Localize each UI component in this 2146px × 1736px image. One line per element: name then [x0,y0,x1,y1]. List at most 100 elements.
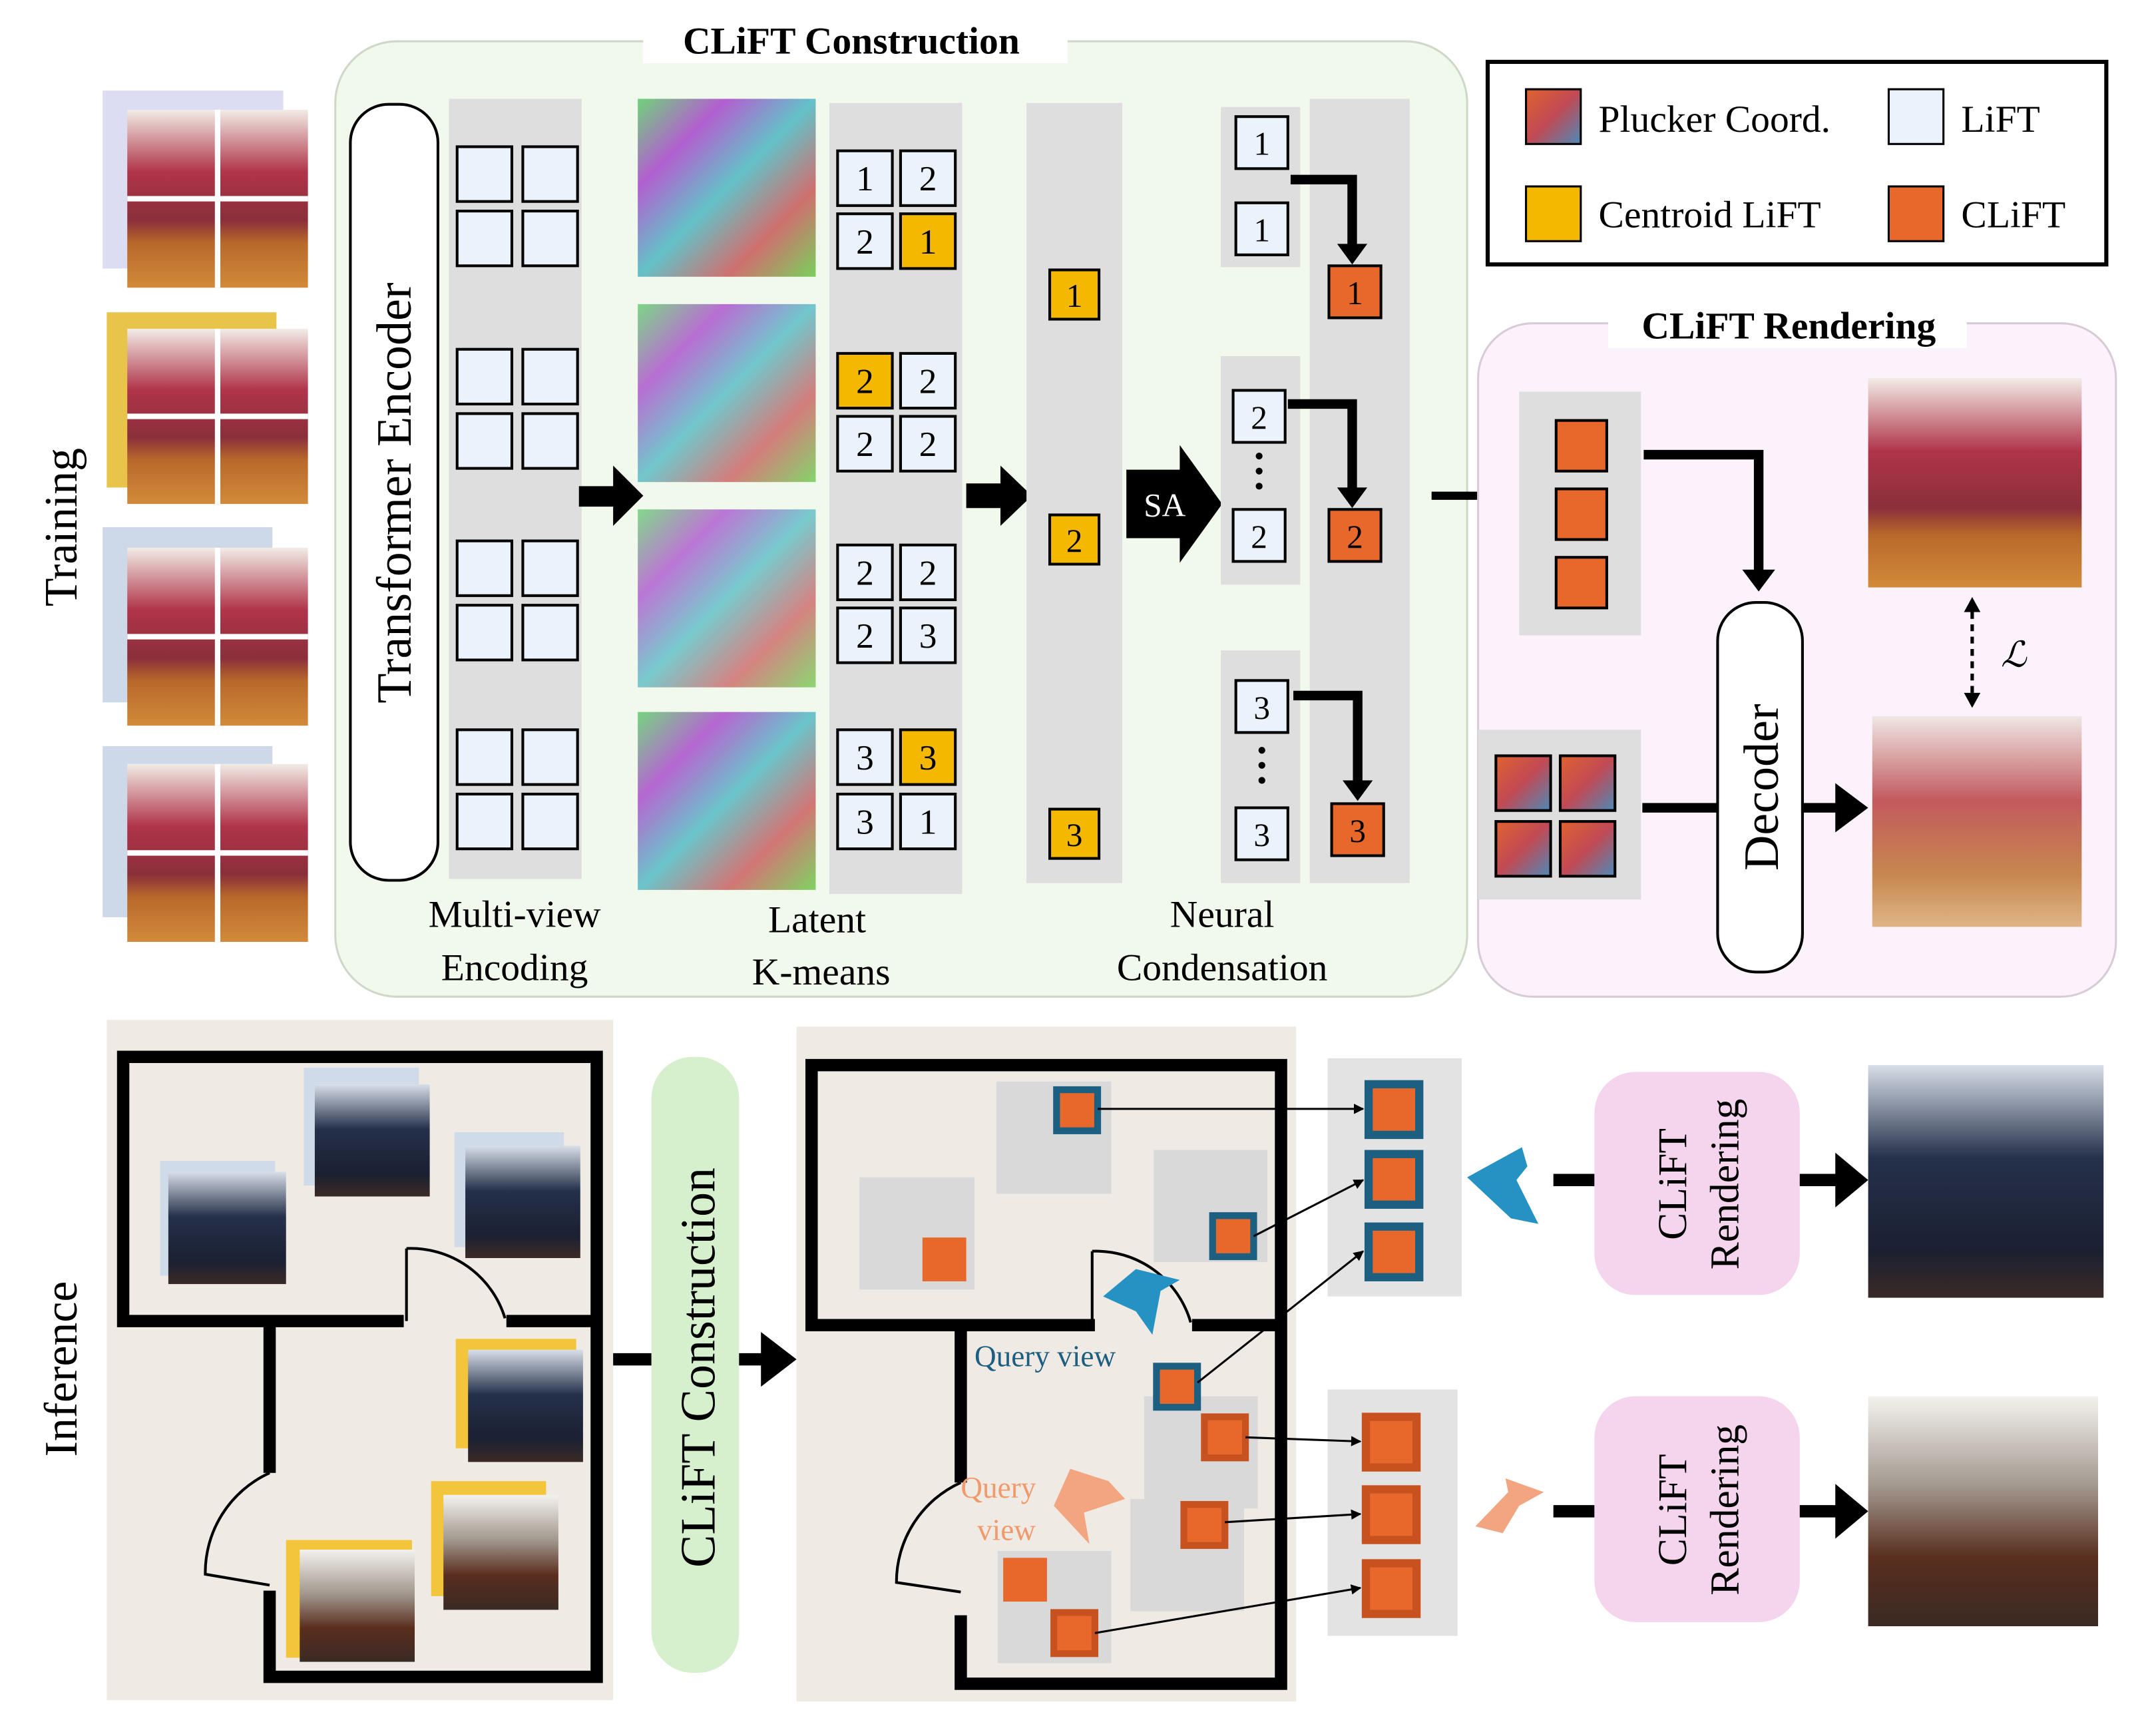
ellipsis-dots [1255,452,1265,784]
kmeans-id: 1 [856,158,874,198]
blue-query-camera-icon [1103,1269,1180,1335]
centroid-id: 2 [1066,523,1083,559]
clift-rendering-block-1-line1: CLiFT [1650,1128,1695,1240]
decoder [1716,601,1804,974]
arrow-kmeans-to-centroids [966,465,1032,526]
kmeans-id: 3 [919,616,937,656]
clift-rendering-block-2-line1: CLiFT [1650,1454,1695,1566]
token-selection-arrows [1094,1104,1365,1634]
lift-legend-swatch [1887,88,1945,145]
centroid-legend-swatch [1525,185,1582,242]
clift-construction-block-label: CLiFT Construction [671,1168,726,1568]
kmeans-token-grid [836,149,957,851]
selected-blue-tokens [1364,1080,1424,1281]
condensation-id: 2 [1251,399,1267,436]
inference-input-views [160,1068,583,1662]
blue-camera-icon [1467,1147,1539,1224]
kmeans-id: 2 [856,361,874,401]
transformer-encoder [349,103,440,882]
kmeans-token-ids: 1 2 2 1 2 2 2 2 2 2 2 3 3 3 3 1 [856,158,937,841]
selected-orange-tokens [1361,1412,1421,1618]
plucker-tokens [1494,754,1617,878]
kmeans-segmentation-images [638,99,816,890]
arrow-encode-to-kmeans [578,465,644,526]
kmeans-id: 2 [919,552,937,592]
legend-plucker: Plucker Coord. [1599,99,1831,140]
condensation-id: 2 [1251,519,1267,555]
floorplan2-walls [805,1058,1287,1690]
render-output-arrow-2 [1835,1484,1868,1539]
render-output-arrow-1 [1835,1152,1868,1207]
kmeans-id: 2 [919,361,937,401]
self-attention-label: SA [1144,487,1185,524]
ground-truth-image [1868,377,2082,588]
construction-title: CLiFT Construction [683,21,1020,63]
loss-symbol: ℒ [2001,635,2028,675]
query-view-orange-label-1: Query [961,1471,1036,1504]
floorplan-walls [116,1050,603,1683]
clift-rendering-block-2-line2: Rendering [1702,1424,1747,1596]
kmeans-id: 2 [919,424,937,464]
legend-box [1485,59,2109,267]
rendered-view-blue [1868,1065,2104,1298]
centroid-id: 1 [1066,278,1083,314]
condensation-id: 1 [1253,212,1270,248]
clift-construction-block [651,1056,740,1673]
rendering-title: CLiFT Rendering [1641,305,1936,347]
clift-rendering-block-1 [1594,1072,1800,1295]
decoder-output-arrow [1835,783,1868,833]
query-view-orange-label-2: view [977,1514,1036,1547]
kmeans-id: 2 [856,616,874,656]
lift-tokens-grid [455,145,579,851]
training-label: Training [36,448,87,606]
kmeans-id: 1 [919,802,937,842]
query-view-blue-label: Query view [974,1339,1116,1373]
clift-id: 1 [1347,275,1363,312]
legend-clift: CLiFT [1961,194,2065,236]
condensation-id: 3 [1253,690,1270,726]
orange-query-camera-icon [1054,1468,1126,1544]
self-attention-arrow [1126,445,1223,563]
latent-kmeans-label-1: Latent [768,899,866,941]
transformer-encoder-label: Transformer Encoder [367,282,422,703]
input-views [103,91,308,943]
multiview-encoding-label-2: Encoding [441,947,588,989]
kmeans-id: 2 [919,158,937,198]
clift-id: 2 [1347,519,1363,555]
rendering-clift-tokens [1554,419,1608,610]
clift-legend-swatch [1887,185,1945,242]
arrow-to-clift-floorplan [761,1332,797,1387]
inference-label: Inference [36,1281,87,1457]
neural-condensation-label-2: Condensation [1117,947,1328,989]
orange-camera-icon [1475,1478,1544,1534]
kmeans-id: 3 [919,738,937,777]
condensation-elbow-arrows [1287,174,1363,783]
condensation-clift-tokens [1327,264,1385,857]
kmeans-id: 3 [856,802,874,842]
latent-kmeans-label-2: K-means [752,951,891,993]
centroid-id: 3 [1066,817,1083,853]
kmeans-id: 2 [856,424,874,464]
condensation-id: 1 [1253,126,1270,162]
centroid-tokens [1048,268,1101,860]
rendered-view-orange [1868,1396,2099,1627]
decoder-label: Decoder [1735,704,1789,871]
multiview-encoding-label-1: Multi-view [429,893,601,935]
clift-rendering-block-1-line2: Rendering [1702,1099,1747,1270]
clift-plain-tokens [922,1237,1047,1602]
kmeans-id: 3 [856,738,874,777]
plucker-legend-swatch [1525,88,1582,145]
kmeans-id: 2 [856,222,874,262]
condensation-lift-tokens [1231,115,1289,861]
kmeans-id: 1 [919,222,937,262]
neural-condensation-label-1: Neural [1170,893,1275,935]
clift-id: 3 [1349,813,1366,849]
kmeans-id: 2 [856,552,874,592]
legend-centroid-lift: Centroid LiFT [1599,194,1821,236]
legend-lift: LiFT [1961,99,2039,140]
clift-blue-tokens [1053,1086,1257,1411]
clift-rendering-block-2 [1594,1396,1800,1622]
condensation-id: 3 [1253,817,1270,853]
